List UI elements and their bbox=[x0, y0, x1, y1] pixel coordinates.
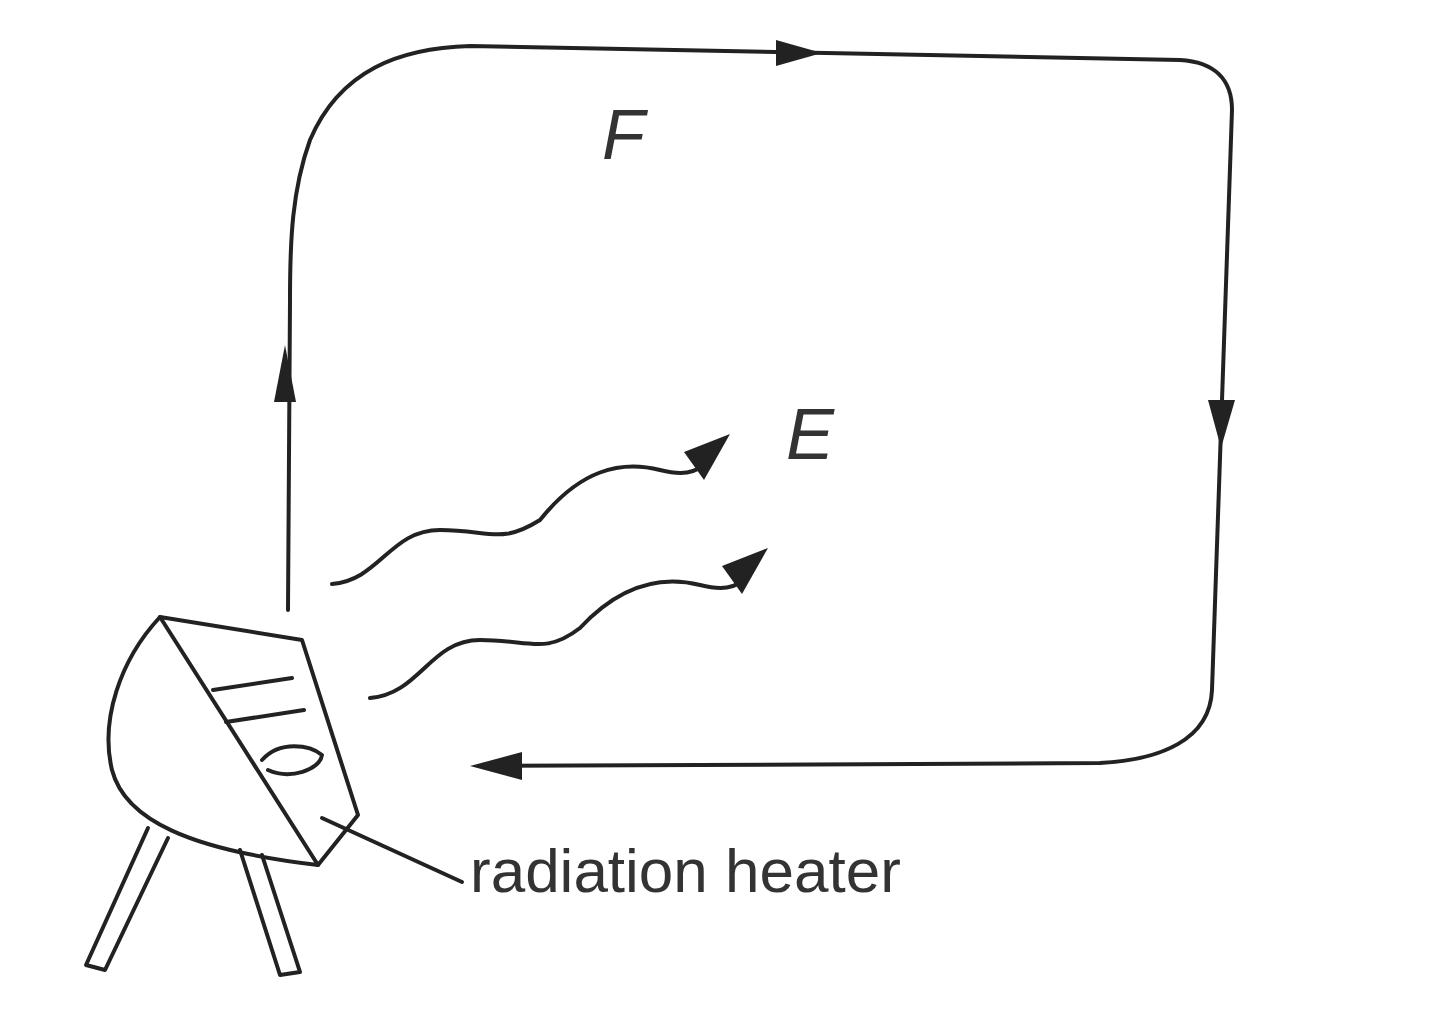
heater-leg bbox=[240, 850, 300, 975]
arrowhead bbox=[274, 345, 296, 402]
radiation-wave bbox=[332, 460, 710, 584]
arrowhead bbox=[722, 548, 768, 594]
part-label: radiation heater bbox=[470, 840, 901, 902]
region-label: E bbox=[786, 398, 834, 470]
leader-line bbox=[322, 818, 462, 882]
arrowhead bbox=[1208, 400, 1235, 448]
region-label: F bbox=[602, 100, 645, 170]
heater-face bbox=[160, 617, 358, 865]
arrowhead bbox=[470, 752, 522, 780]
heater-leg bbox=[86, 828, 168, 970]
convection-current bbox=[288, 46, 1232, 766]
radiation-wave bbox=[370, 575, 750, 698]
arrowhead bbox=[776, 40, 822, 66]
arrowhead bbox=[684, 434, 730, 480]
heater-element bbox=[213, 678, 322, 774]
heater-dish bbox=[109, 617, 318, 865]
